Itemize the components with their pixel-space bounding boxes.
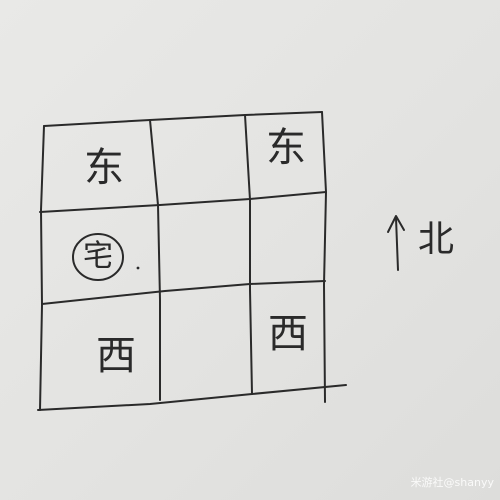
north-arrow-shaft	[395, 217, 399, 271]
grid-line-top	[43, 111, 323, 127]
cell-label-house-circled: 宅	[83, 239, 113, 274]
grid-line-h1	[39, 191, 327, 213]
cell-label-bottom-right: 西	[268, 311, 308, 357]
grid-line-right	[321, 111, 327, 403]
watermark-text: 米游社@shanyy	[410, 476, 494, 489]
grid-line-h2	[41, 280, 326, 305]
ink-dot	[136, 266, 140, 270]
grid-line-v1	[149, 119, 161, 401]
grid-line-v2	[244, 114, 253, 395]
grid-line-left	[39, 125, 45, 411]
cell-label-top-left: 东	[84, 145, 124, 191]
cell-label-top-right: 东	[266, 125, 306, 171]
cell-label-bottom-left: 西	[96, 333, 136, 379]
grid-line-bottom	[37, 384, 347, 411]
north-arrow-head	[387, 215, 405, 233]
house-circle	[72, 233, 124, 281]
north-label: 北	[418, 219, 455, 260]
